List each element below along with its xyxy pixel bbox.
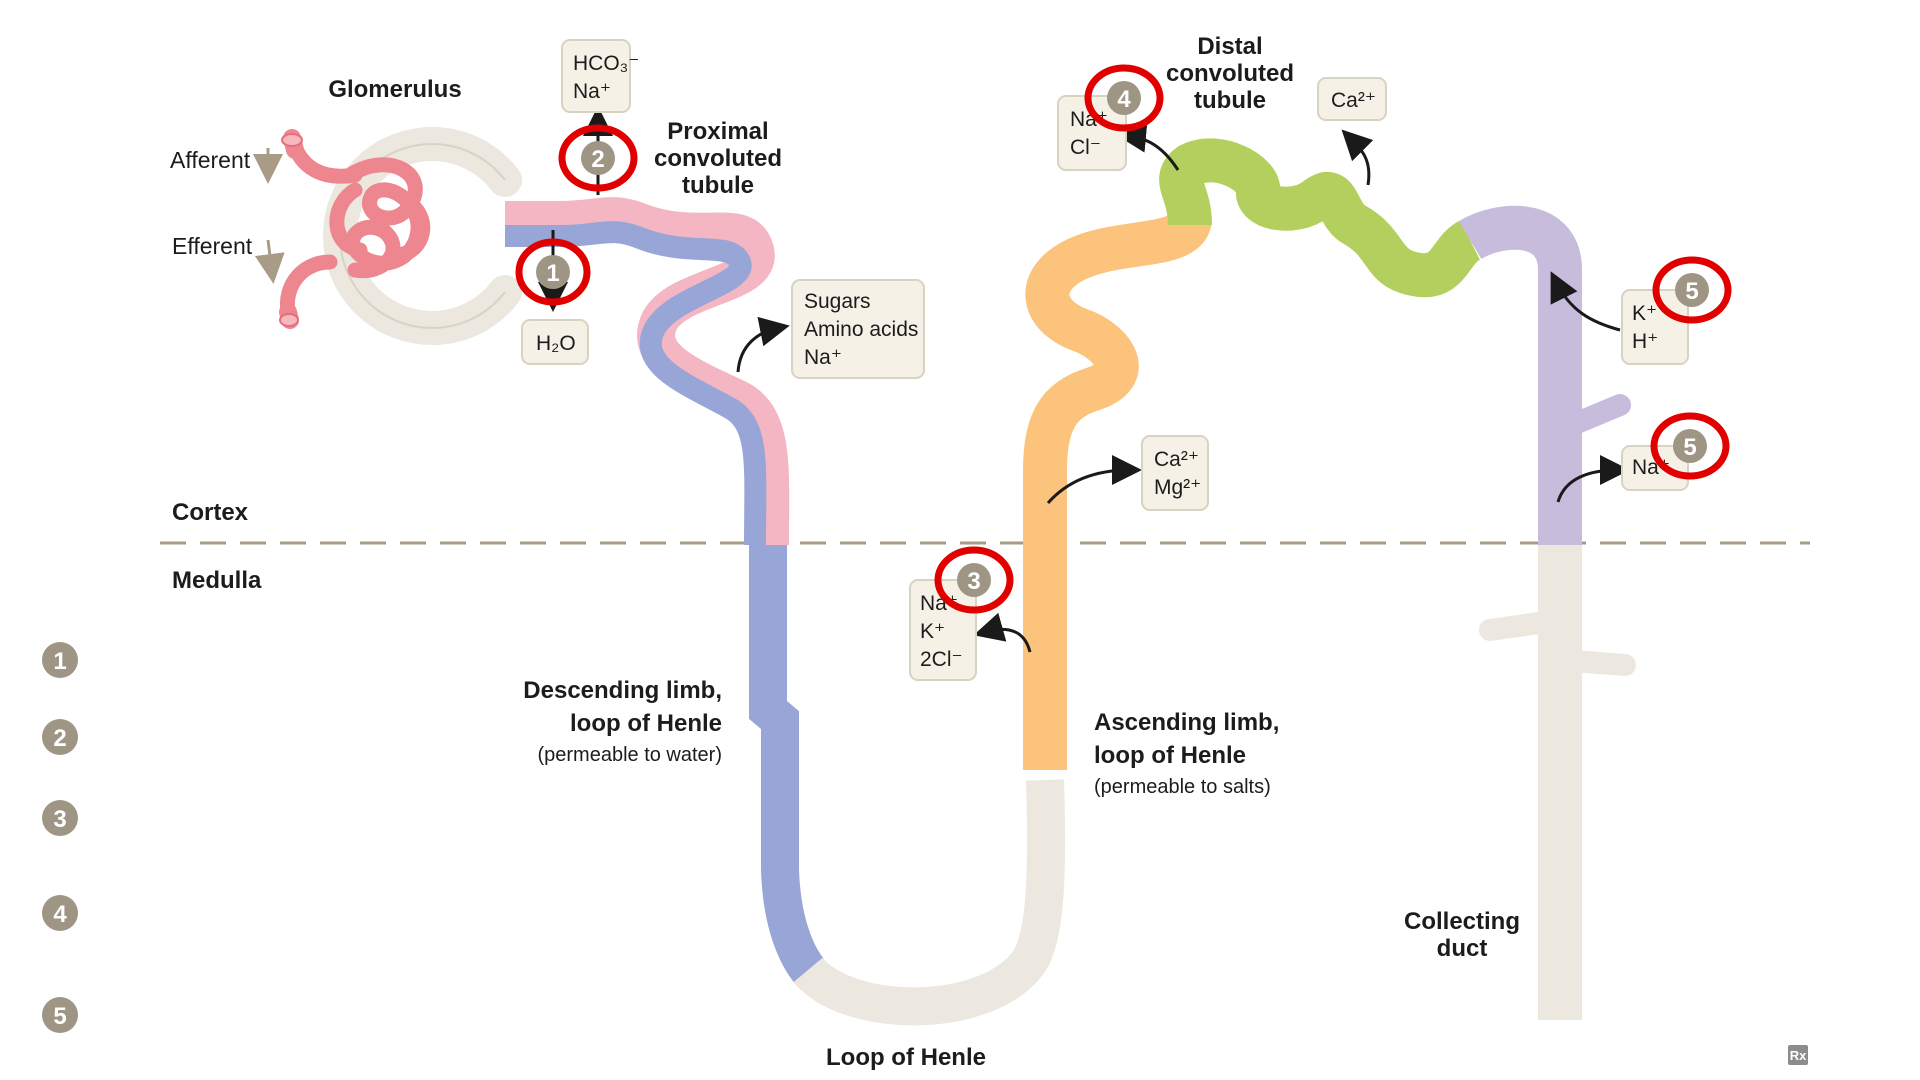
afferent-arteriole (281, 129, 304, 159)
badge-2: 2 (558, 124, 638, 192)
efferent-arteriole (279, 303, 299, 329)
efferent-label: Efferent (172, 233, 253, 259)
glomerulus-label: Glomerulus (328, 76, 461, 103)
ascending-label-line-1: Ascending limb, (1094, 709, 1279, 736)
distal-label-line-3: tubule (1194, 87, 1266, 114)
legend-5-number: 5 (53, 1003, 66, 1030)
distal-label-line-2: convoluted (1166, 60, 1294, 87)
proximal-label-line-3: tubule (682, 172, 754, 199)
box-sugars-line-3: Na⁺ (804, 346, 842, 369)
badge-5-bottom-number: 5 (1683, 434, 1696, 461)
box-k-h-line-1: K⁺ (1632, 302, 1657, 325)
box-hco3-na: HCO₃⁻ Na⁺ (561, 39, 639, 113)
rx-logo: Rx (1788, 1045, 1808, 1065)
collecting-duct (1458, 205, 1636, 1020)
box-na-cl: Na⁺ Cl⁻ (1057, 95, 1127, 171)
box-na-cl-line-2: Cl⁻ (1070, 136, 1101, 159)
box-ca-mg: Ca²⁺ Mg²⁺ (1141, 435, 1209, 511)
legend-1: 1 (42, 642, 78, 678)
distal-label-line-1: Distal (1197, 33, 1262, 60)
cortex-label: Cortex (172, 499, 249, 526)
descending-label-line-1: Descending limb, (523, 677, 722, 704)
proximal-convoluted-tubule (505, 197, 790, 546)
legend-2-number: 2 (53, 725, 66, 752)
loop-bottom (793, 779, 1066, 1026)
collecting-duct-label-line-1: Collecting (1404, 908, 1520, 935)
badge-4: 4 (1084, 64, 1164, 132)
proximal-label-line-1: Proximal (667, 118, 768, 145)
legend-2: 2 (42, 719, 78, 755)
box-sugars: Sugars Amino acids Na⁺ (791, 279, 925, 379)
descending-limb (749, 545, 825, 985)
descending-note: (permeable to water) (537, 744, 722, 766)
box-k-h: K⁺ H⁺ (1621, 289, 1689, 365)
box-na-k-2cl-line-3: 2Cl⁻ (920, 648, 963, 671)
rx-logo-text: Rx (1790, 1048, 1807, 1063)
box-hco3-na-line-1: HCO₃⁻ (573, 52, 639, 75)
box-k-h-line-2: H⁺ (1632, 330, 1658, 353)
ascending-limb (1023, 212, 1212, 770)
ascending-label-line-2: loop of Henle (1094, 742, 1246, 769)
box-na-k-2cl-line-2: K⁺ (920, 620, 945, 643)
loop-of-henle-label: Loop of Henle (826, 1044, 986, 1071)
afferent-label: Afferent (170, 147, 251, 173)
badge-3: 3 (934, 546, 1014, 614)
descending-label-line-2: loop of Henle (570, 710, 722, 737)
box-ca-top: Ca²⁺ (1317, 77, 1387, 121)
medulla-label: Medulla (172, 567, 262, 594)
legend-1-number: 1 (53, 648, 66, 675)
legend-5: 5 (42, 997, 78, 1033)
box-sugars-line-2: Amino acids (804, 318, 918, 341)
ascending-note: (permeable to salts) (1094, 776, 1271, 798)
badge-2-number: 2 (591, 146, 604, 173)
legend-3: 3 (42, 800, 78, 836)
proximal-label-line-2: convoluted (654, 145, 782, 172)
legend-4-number: 4 (53, 901, 67, 928)
box-ca-mg-line-1: Ca²⁺ (1154, 448, 1199, 471)
badge-1: 1 (515, 238, 591, 306)
box-h2o: H₂O (521, 319, 589, 365)
legend-3-number: 3 (53, 806, 66, 833)
box-h2o-text: H₂O (536, 332, 576, 355)
badge-3-number: 3 (967, 568, 980, 595)
collecting-duct-label-line-2: duct (1437, 935, 1488, 962)
legend-4: 4 (42, 895, 78, 931)
box-ca-top-text: Ca²⁺ (1331, 89, 1376, 112)
badge-4-number: 4 (1117, 86, 1131, 113)
badge-1-number: 1 (546, 260, 559, 287)
distal-convoluted-tubule (1159, 138, 1483, 298)
badge-5-top: 5 (1652, 256, 1732, 324)
badge-5-bottom: 5 (1650, 412, 1730, 480)
box-hco3-na-line-2: Na⁺ (573, 80, 611, 103)
box-na-cl-line-1: Na⁺ (1070, 108, 1108, 131)
box-ca-mg-line-2: Mg²⁺ (1154, 476, 1201, 499)
badge-5-top-number: 5 (1685, 278, 1698, 305)
box-sugars-line-1: Sugars (804, 290, 871, 313)
efferent-arrow (254, 239, 285, 284)
